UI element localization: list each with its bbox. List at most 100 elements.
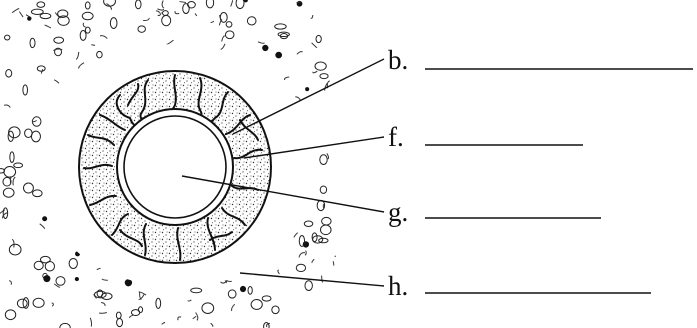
tissue-cell	[110, 18, 117, 29]
answer-blanks[interactable]	[425, 69, 693, 293]
tissue-cell	[322, 276, 323, 283]
tissue-cell	[99, 313, 107, 314]
tissue-cell	[75, 277, 79, 281]
tissue-cell	[183, 4, 190, 14]
tissue-cell	[76, 52, 79, 60]
tissue-cell	[206, 0, 213, 8]
tissue-cell	[315, 62, 326, 70]
tissue-cell	[60, 323, 70, 328]
tissue-cell	[116, 312, 121, 319]
label-b: b.	[388, 45, 408, 75]
tissue-cell	[0, 210, 5, 215]
tissue-cell	[4, 167, 16, 178]
tissue-cell	[305, 251, 306, 256]
tissue-cell	[231, 0, 233, 6]
tissue-cell	[188, 2, 196, 8]
tissue-cell	[6, 70, 12, 78]
tissue-cell	[202, 303, 214, 314]
tissue-cell	[83, 23, 86, 27]
tissue-cell	[305, 281, 312, 291]
inner-lining	[117, 109, 233, 225]
tissue-cell	[85, 2, 90, 9]
tissue-cell	[251, 300, 262, 310]
tissue-cell	[175, 11, 179, 14]
tissue-cell	[13, 177, 15, 185]
tissue-cell	[129, 315, 134, 318]
tissue-cell	[228, 290, 236, 298]
tissue-cell	[27, 16, 31, 20]
tissue-cell	[195, 13, 197, 16]
tissue-cell	[80, 30, 86, 40]
tissue-cell	[258, 42, 265, 43]
tissue-cell	[319, 238, 328, 243]
tissue-cell	[313, 71, 317, 73]
tissue-cell	[33, 190, 43, 197]
tissue-cell	[10, 152, 14, 163]
tissue-cell	[320, 74, 328, 79]
tissue-cell	[162, 322, 165, 324]
tissue-cell	[240, 286, 246, 292]
tissue-cell	[262, 296, 271, 301]
tissue-cell	[320, 155, 327, 165]
tissue-cell	[90, 318, 91, 327]
tissue-cell	[191, 288, 202, 293]
tissue-cell	[262, 45, 268, 51]
tissue-cell	[54, 37, 64, 43]
tissue-cell	[285, 77, 290, 80]
tissue-cell	[143, 18, 149, 21]
tissue-cell	[166, 40, 173, 45]
tissue-cell	[162, 15, 171, 25]
tissue-cell	[9, 281, 11, 285]
tissue-cell	[12, 239, 14, 247]
tissue-cell	[138, 307, 142, 313]
tissue-cell	[131, 310, 139, 316]
tissue-cell	[236, 0, 244, 9]
tissue-cell	[37, 66, 45, 71]
tissue-cell	[211, 21, 214, 22]
tissue-cell	[162, 11, 168, 16]
tissue-cell	[248, 286, 252, 294]
tissue-cell	[275, 52, 282, 59]
tissue-cell	[272, 306, 279, 314]
label-f: f.	[388, 122, 404, 152]
tissue-cell	[312, 259, 314, 263]
tissue-cell	[313, 236, 323, 243]
tissue-cell	[102, 279, 108, 280]
tissue-cell	[43, 275, 50, 282]
tissue-cell	[24, 183, 34, 193]
tissue-cell	[304, 221, 313, 226]
tissue-cell	[54, 80, 59, 83]
tissue-cell	[37, 2, 45, 7]
tissue-cell	[31, 9, 43, 14]
tissue-cell	[3, 177, 11, 186]
tissue-cell	[157, 9, 163, 10]
tissue-cell	[156, 298, 161, 308]
tissue-cell	[30, 38, 35, 47]
tissue-cell	[311, 15, 313, 18]
tissue-cell	[101, 293, 112, 299]
label-g: g.	[388, 197, 408, 227]
tissue-cell	[82, 12, 93, 19]
tissue-cell	[226, 22, 232, 28]
tissue-cell	[17, 299, 27, 308]
tissue-cell	[247, 17, 256, 25]
tissue-cell	[31, 131, 40, 142]
tissue-cell	[4, 105, 10, 108]
tissue-cell	[312, 43, 317, 48]
tissue-cell	[100, 36, 107, 39]
tissue-cell	[179, 2, 186, 3]
tissue-cell	[335, 255, 341, 257]
tissue-cell	[42, 216, 47, 221]
tissue-cell	[296, 264, 305, 271]
tissue-cell	[178, 317, 181, 320]
tissue-cell	[220, 13, 227, 23]
tissue-cell	[138, 26, 146, 33]
tissue-cell	[79, 63, 85, 69]
tissue-cell	[305, 87, 309, 91]
tissue-cell	[156, 11, 159, 14]
tissue-cell	[299, 253, 305, 258]
tissue-cell	[52, 303, 54, 307]
tissue-cell	[23, 85, 28, 95]
tissue-cell	[14, 163, 23, 168]
